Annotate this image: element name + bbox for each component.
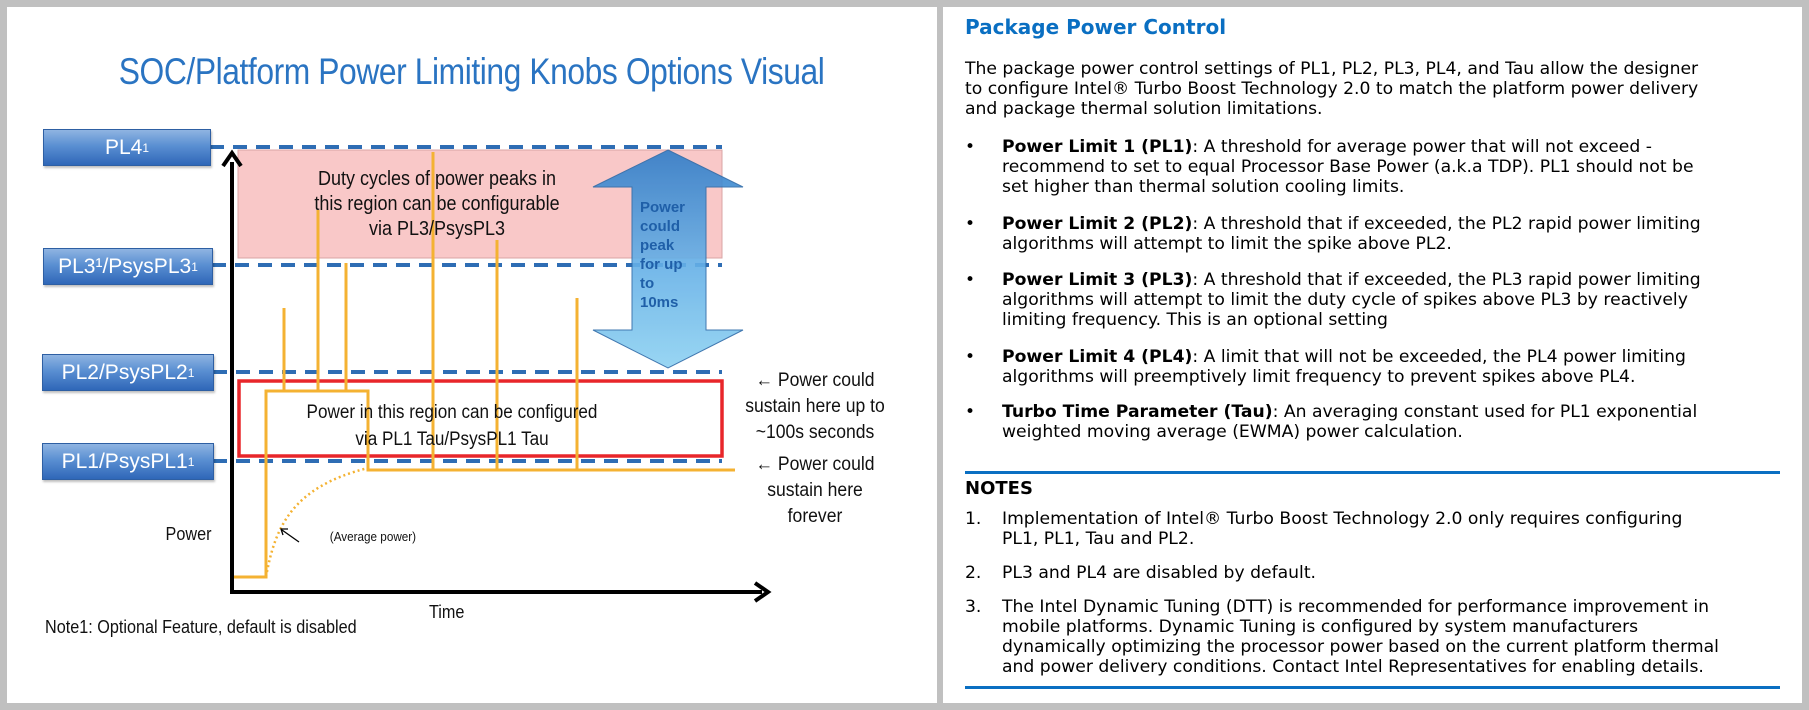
notes-bottom-rule [965,686,1780,689]
package-power-control-doc: Package Power Control The package power … [943,7,1802,703]
tau-region [237,379,724,458]
sustain-forever-note: ← Power could sustain here forever [755,453,875,527]
bullet-icon: • [965,402,976,422]
duty-region-text: Duty cycles of power peaks in this regio… [314,168,560,240]
average-power-label: (Average power) [329,529,417,544]
average-power-curve [264,466,369,578]
bullet-icon: • [965,214,976,234]
notes-top-rule [965,471,1780,474]
bullet-icon: • [965,270,976,290]
x-axis-label: Time [428,602,465,622]
y-axis-arrowhead [221,149,243,168]
power-limits-diagram [210,145,772,603]
bullet-icon: • [965,137,976,157]
slide-title: SOC/Platform Power Limiting Knobs Option… [118,51,825,92]
sustain-100s-note: ← Power could sustain here up to ~100s s… [745,369,885,443]
footnote: Note1: Optional Feature, default is disa… [45,617,357,637]
power-limits-slide: SOC/Platform Power Limiting Knobs Option… [7,7,937,703]
y-axis-label: Power [165,524,212,544]
tau-region-text: Power in this region can be configured v… [306,402,598,450]
bullet-icon: • [965,347,976,367]
x-axis-arrowhead [753,581,772,603]
intro-paragraph: The package power control settings of PL… [965,59,1699,119]
notes-title: NOTES [965,478,1033,499]
peak-arrow-text: Power could peak for up to 10ms [640,199,686,311]
peak-duration-arrow [592,149,744,369]
average-power-pointer [281,529,300,543]
doc-title: Package Power Control [965,15,1227,39]
average-power-pointer-head [280,528,288,536]
